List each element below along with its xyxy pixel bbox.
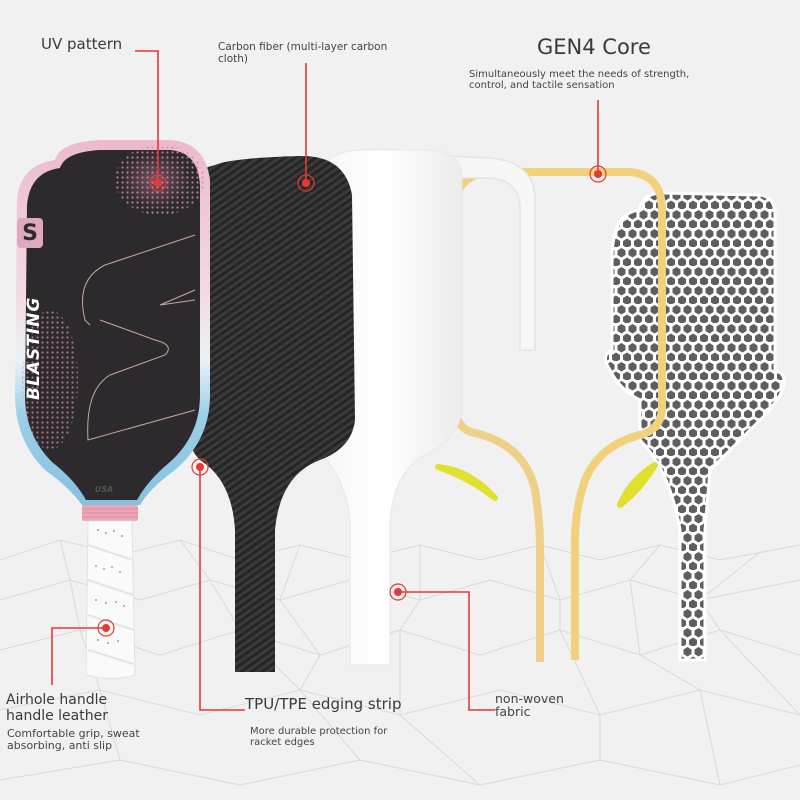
- callout-uv-pattern-title: UV pattern: [41, 35, 123, 53]
- callout-edging-strip-desc-line2: racket edges: [250, 737, 315, 748]
- accent-wedge-left: [435, 464, 498, 501]
- callout-non-woven-title-line1: non-woven: [495, 691, 564, 706]
- accent-wedge-right: [617, 462, 658, 508]
- marker-carbon-fiber: [297, 174, 315, 192]
- callout-non-woven-title-line2: fabric: [495, 704, 531, 719]
- callout-carbon-fiber-title-line2: cloth): [218, 53, 248, 65]
- marker-gen4-core: [589, 165, 607, 183]
- callout-carbon-fiber-title-line1: Carbon fiber (multi-layer carbon: [218, 41, 388, 53]
- callout-airhole-title-line2: handle leather: [6, 708, 108, 724]
- marker-uv-pattern: [149, 174, 167, 192]
- usa-mark: USA: [95, 485, 113, 494]
- callout-markers: [97, 165, 607, 637]
- brand-text: BLASTING: [24, 297, 44, 400]
- callout-edging-strip-desc-line1: More durable protection for: [250, 726, 388, 737]
- marker-non-woven: [389, 583, 407, 601]
- callout-lines: [51, 50, 599, 711]
- logo-letter: S: [22, 221, 38, 246]
- callout-airhole-title-line1: Airhole handle: [6, 692, 108, 708]
- callout-gen4-core-desc-line1: Simultaneously meet the needs of strengt…: [469, 69, 690, 80]
- callout-edging-strip-title: TPU/TPE edging strip: [245, 695, 402, 713]
- marker-airhole-handle: [97, 619, 115, 637]
- carbon-fiber-layer: [186, 155, 355, 673]
- callout-airhole-desc-line1: Comfortable grip, sweat: [7, 727, 140, 740]
- callout-gen4-core-desc-line2: control, and tactile sensation: [469, 80, 615, 91]
- callout-gen4-core-title: GEN4 Core: [537, 35, 651, 59]
- finished-paddle: S BLASTING USA: [15, 140, 210, 679]
- honeycomb-core-layer: [604, 191, 786, 662]
- callout-airhole-desc-line2: absorbing, anti slip: [7, 739, 113, 752]
- marker-edging-strip: [191, 458, 209, 476]
